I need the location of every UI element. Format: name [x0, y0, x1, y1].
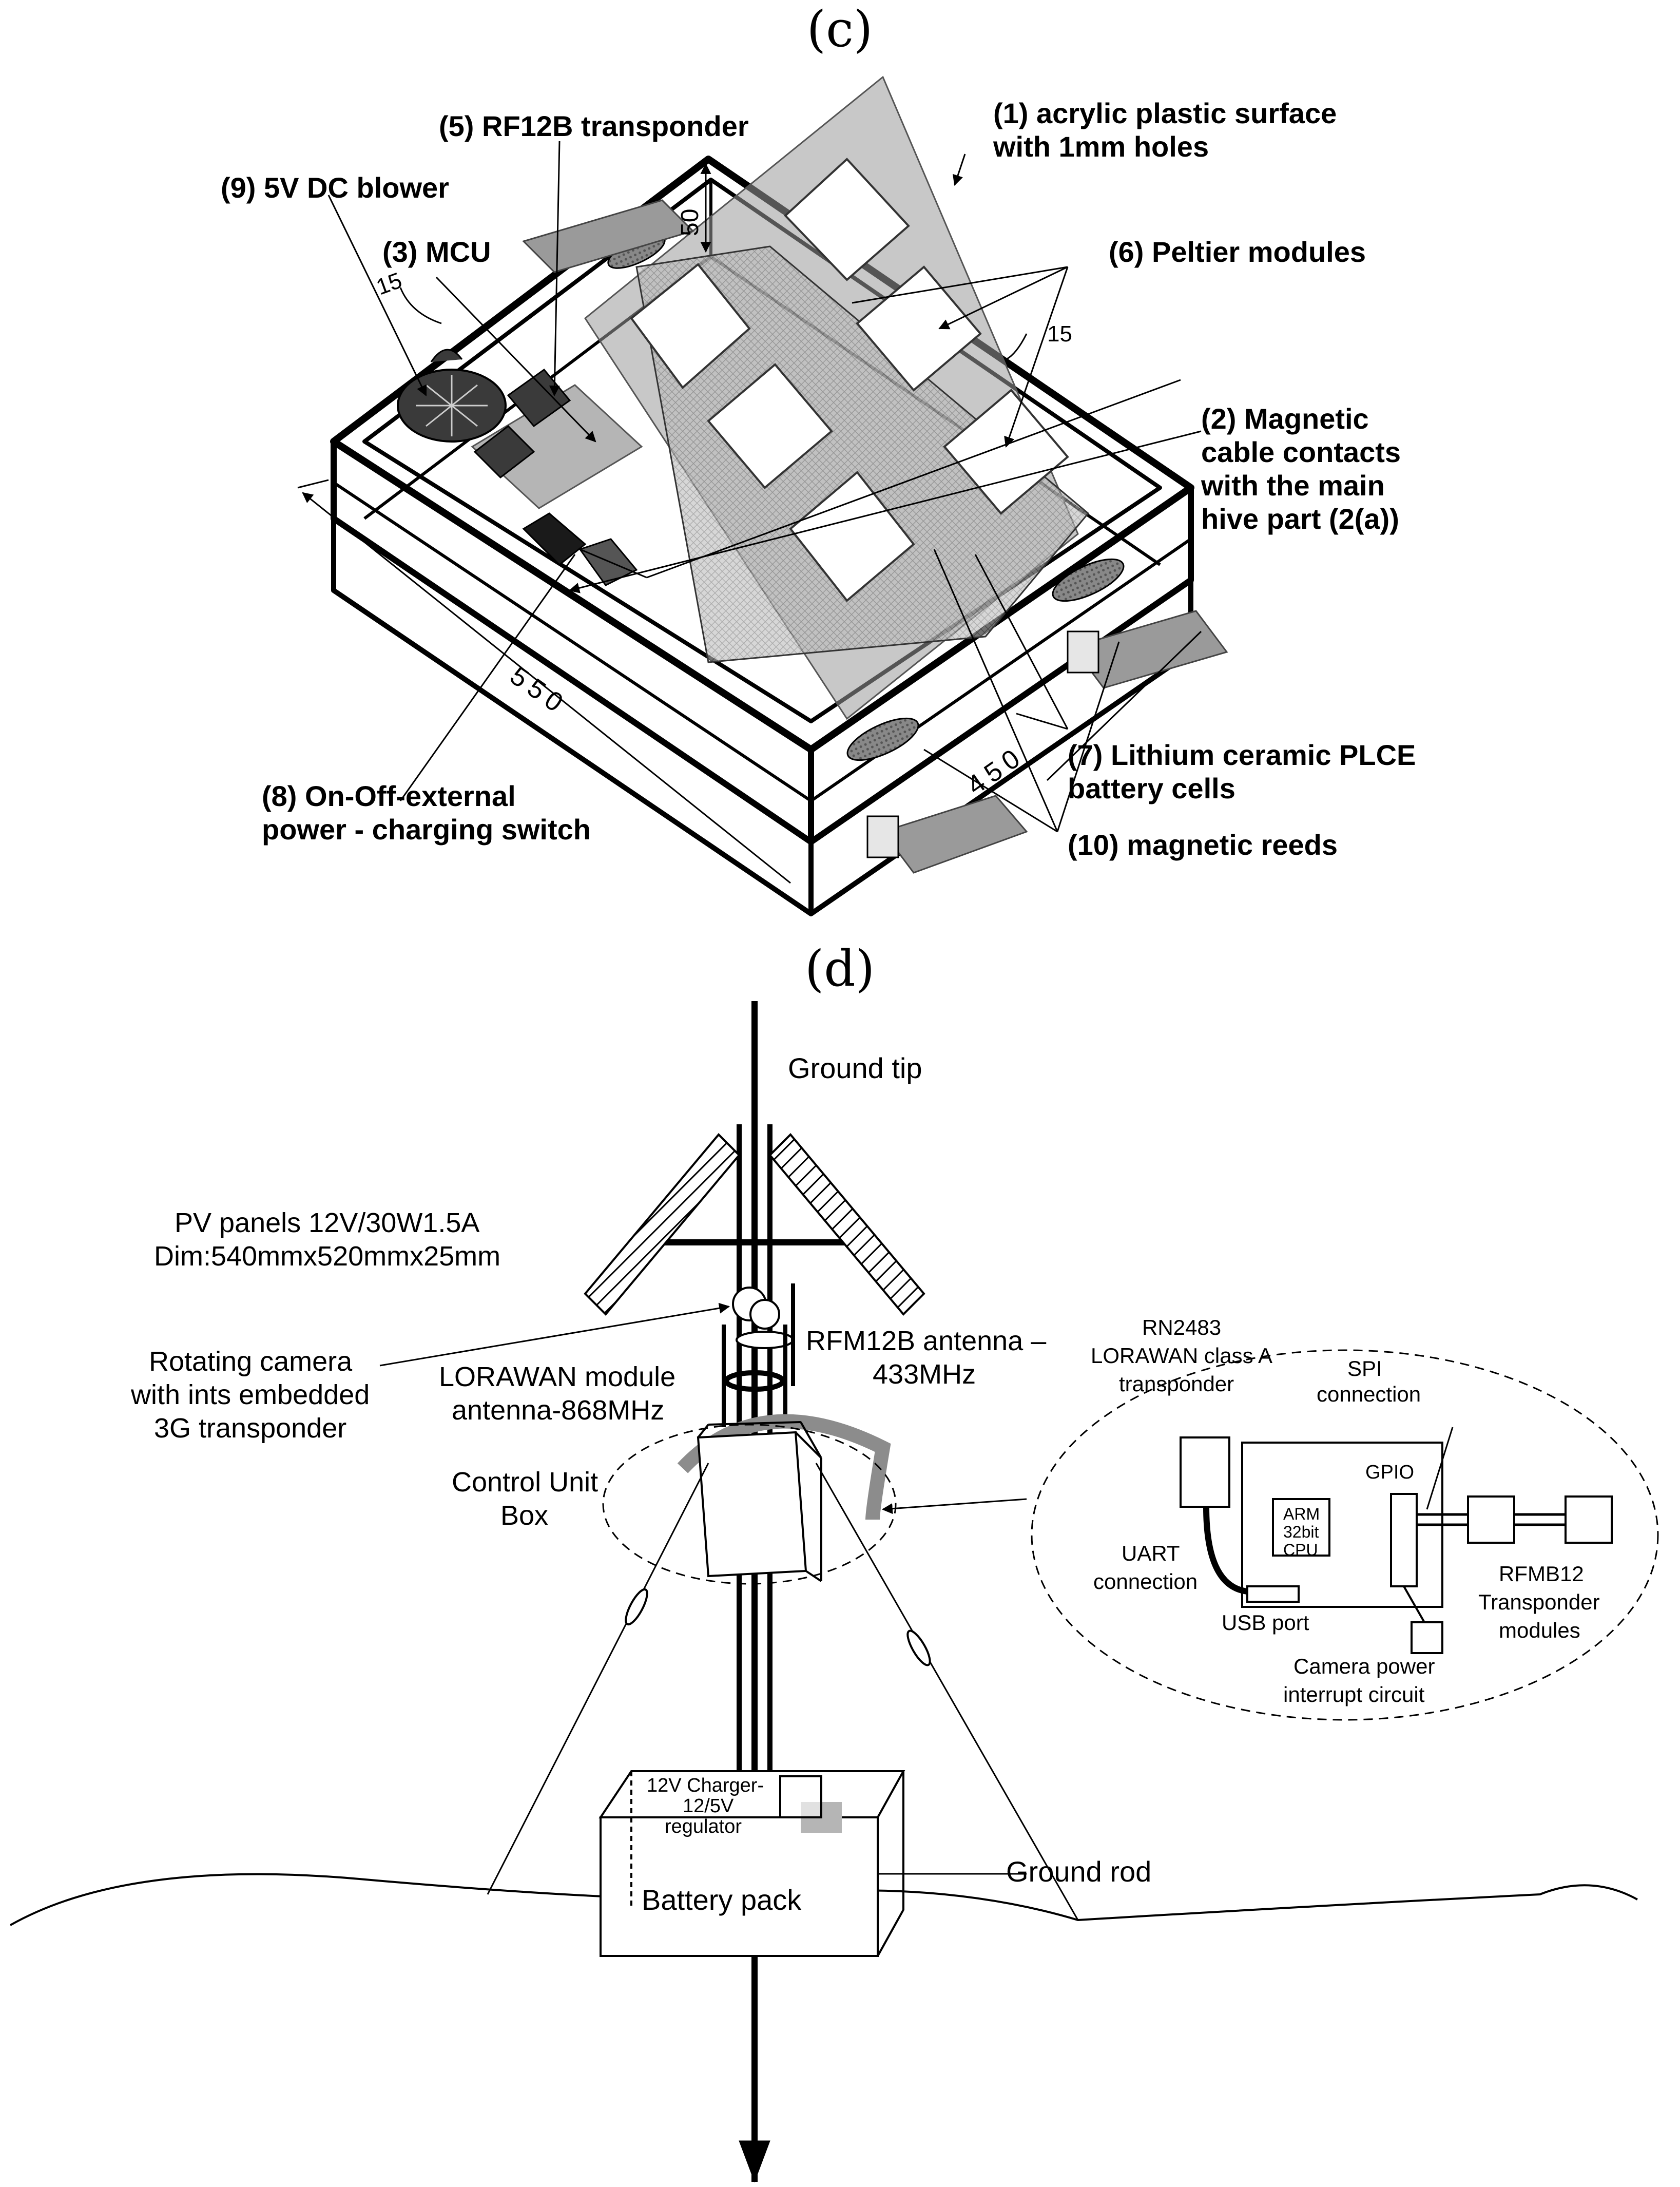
detail-cam-line1: Camera power	[1293, 1654, 1435, 1678]
battery-cells	[522, 199, 1228, 874]
dimension-lines	[297, 163, 1202, 884]
detail-cpu-line3: CPU	[1283, 1541, 1318, 1559]
peltier-module	[856, 265, 982, 392]
callout-battery-line2: battery cells	[1068, 772, 1235, 804]
detail-spi-line2: connection	[1317, 1382, 1421, 1406]
pv-panels	[584, 1133, 925, 1316]
panel-d: (d)	[10, 940, 1659, 2183]
callout-rf12b: (5) RF12B transponder	[439, 110, 749, 142]
label-battery-pack: Battery pack	[642, 1884, 802, 1916]
usb-port	[1246, 1585, 1300, 1603]
callout-mcu: (3) MCU	[382, 236, 491, 268]
detail-spi-line1: SPI	[1347, 1356, 1382, 1380]
peltier-module	[784, 158, 910, 281]
label-charger-line3: regulator	[665, 1816, 742, 1837]
dimension-height: 50	[677, 209, 704, 236]
peltier-module	[789, 471, 915, 602]
detail-rn-line3: transponder	[1119, 1372, 1234, 1396]
callout-magnetic-line3: with the main	[1201, 469, 1385, 502]
detail-rfmb-line2: Transponder	[1478, 1590, 1600, 1614]
peltier-module	[630, 263, 751, 389]
label-pv-line2: Dim:540mmx520mmx25mm	[154, 1241, 500, 1272]
callout-acrylic-line1: (1) acrylic plastic surface	[993, 97, 1337, 129]
detail-callout	[1031, 1349, 1659, 1721]
panel-c: (c)	[221, 1, 1416, 916]
mcu-board	[471, 368, 643, 509]
detail-uart-line2: connection	[1093, 1569, 1198, 1594]
callout-magnetic-line1: (2) Magnetic	[1201, 402, 1369, 435]
detail-wiring	[1203, 1427, 1566, 1623]
label-lorawan-line2: antenna-868MHz	[452, 1395, 664, 1426]
label-control-line1: Control Unit	[452, 1467, 598, 1498]
peltier-module	[943, 389, 1069, 515]
detail-internals	[1180, 1436, 1613, 1654]
detail-usb: USB port	[1222, 1610, 1309, 1635]
control-highlight	[602, 1424, 897, 1585]
control-unit-box	[697, 1421, 822, 1582]
detail-cpu-line2: 32bit	[1283, 1523, 1319, 1541]
peltier-module	[707, 363, 833, 489]
callout-battery-line1: (7) Lithium ceramic PLCE	[1068, 739, 1416, 771]
label-control-line2: Box	[500, 1500, 548, 1531]
detail-rn-line1: RN2483	[1142, 1315, 1221, 1339]
callout-magnetic-line2: cable contacts	[1201, 436, 1401, 468]
camera-interrupt	[1411, 1621, 1443, 1654]
label-pv-line1: PV panels 12V/30W1.5A	[175, 1207, 479, 1238]
antennas	[722, 1283, 795, 1427]
dimension-edge-right: 15	[1047, 321, 1072, 347]
cpu-chip	[1272, 1498, 1330, 1557]
gpio-header	[1390, 1493, 1418, 1587]
rotating-camera	[732, 1287, 794, 1349]
cable-contacts	[607, 234, 1125, 761]
label-ground-rod: Ground rod	[1006, 1855, 1151, 1888]
panel-c-label: (c)	[807, 1, 873, 58]
label-camera-line1: Rotating camera	[149, 1346, 353, 1377]
callout-acrylic-line2: with 1mm holes	[993, 130, 1209, 163]
detail-rfmb-line3: modules	[1499, 1618, 1580, 1642]
turnbuckles	[625, 1588, 931, 1666]
label-rfm-line2: 433MHz	[873, 1359, 976, 1390]
detail-gpio: GPIO	[1365, 1462, 1414, 1483]
detail-cam-line2: interrupt circuit	[1283, 1682, 1425, 1706]
rn2483-module	[1180, 1436, 1230, 1508]
panel-d-label: (d)	[805, 940, 875, 997]
detail-uart-line1: UART	[1122, 1541, 1180, 1565]
blower-fan	[397, 349, 507, 443]
label-camera-line2: with ints embedded	[130, 1379, 370, 1410]
callout-peltier: (6) Peltier modules	[1109, 236, 1366, 268]
detail-rfmb-line1: RFMB12	[1499, 1562, 1584, 1586]
charger-module-front	[779, 1775, 822, 1818]
detail-cpu-line1: ARM	[1283, 1505, 1320, 1523]
callout-magnetic-line4: hive part (2(a))	[1201, 503, 1399, 535]
label-ground-tip: Ground tip	[788, 1052, 922, 1084]
callout-lines-c	[327, 141, 1202, 833]
callout-blower: (9) 5V DC blower	[221, 171, 449, 204]
callout-switch-line1: (8) On-Off-external	[262, 780, 516, 812]
battery-pack-box	[598, 1770, 905, 1957]
peltier-modules	[630, 158, 1069, 602]
rfmb12-module-2	[1565, 1495, 1613, 1544]
callout-reeds: (10) magnetic reeds	[1068, 829, 1338, 861]
label-charger-line2: 12/5V	[683, 1795, 734, 1817]
power-switch	[522, 512, 638, 586]
callout-switch-line2: power - charging switch	[262, 813, 591, 846]
label-charger-line1: 12V Charger-	[647, 1775, 764, 1796]
label-camera-line3: 3G transponder	[154, 1413, 346, 1444]
rfmb12-module-1	[1467, 1495, 1515, 1544]
dimension-width: 450	[962, 740, 1031, 801]
label-lorawan-line1: LORAWAN module	[439, 1361, 675, 1392]
inner-mesh-sheet	[635, 245, 1090, 663]
label-rfm-line1: RFM12B antenna –	[806, 1326, 1046, 1356]
detail-rn-line2: LORAWAN class A	[1091, 1344, 1272, 1368]
